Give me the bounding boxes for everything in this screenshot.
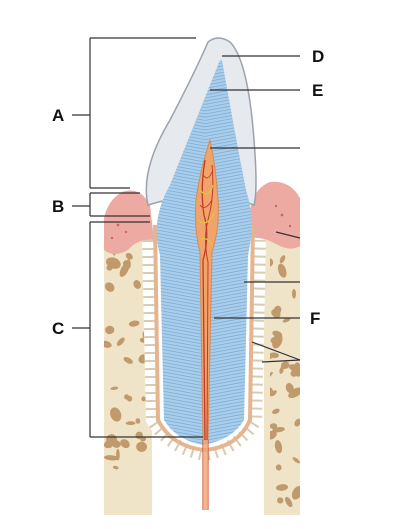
brackets [72, 37, 203, 438]
bone-spot [126, 395, 133, 402]
bone-spot [116, 337, 125, 346]
bone-spot [119, 262, 130, 277]
bone-spot [275, 464, 282, 471]
bone-spot [128, 320, 140, 327]
bone-spot [291, 288, 297, 299]
bone-spot [279, 366, 284, 374]
bone-spot [123, 356, 133, 364]
bone-spot [104, 282, 115, 292]
bone-spot [292, 457, 300, 464]
bone-spot [294, 418, 300, 427]
bone-spot [120, 439, 130, 449]
label-c: C [52, 319, 64, 338]
bone-spot [112, 465, 119, 470]
bone-spot [275, 484, 289, 491]
label-b: B [52, 197, 64, 216]
bone-spot [110, 407, 122, 422]
bone-spot [136, 441, 147, 453]
bone-spot [272, 333, 283, 349]
bone-spot [133, 280, 142, 289]
bone-spot [282, 317, 291, 323]
bone-spot [274, 440, 283, 454]
bone-spot [125, 252, 133, 260]
bone-spot [285, 383, 294, 394]
bone-spot [288, 364, 300, 372]
bone-spot [104, 455, 119, 461]
bone-spot [288, 387, 300, 399]
label-f: F [310, 309, 320, 328]
label-d: D [312, 47, 324, 66]
bone-spot [106, 265, 113, 271]
bone-spot [135, 418, 141, 424]
bone-spot [104, 340, 112, 348]
bone-spot [272, 408, 280, 415]
bone-spot [291, 486, 300, 500]
bone-spot [271, 309, 281, 318]
bone-spot [272, 426, 285, 433]
bone-spot [277, 263, 287, 278]
bone-spot [141, 396, 146, 402]
bone-spot [279, 255, 286, 264]
bone-spot [269, 423, 278, 430]
bone-spot [125, 421, 136, 426]
bone-spot [126, 259, 131, 269]
label-e: E [312, 81, 323, 100]
label-a: A [52, 106, 64, 125]
bone-spot [277, 497, 284, 504]
bone-spot [105, 325, 115, 335]
bone-spot [284, 496, 293, 508]
bone-spot [110, 386, 119, 390]
leader-lines [210, 55, 301, 363]
